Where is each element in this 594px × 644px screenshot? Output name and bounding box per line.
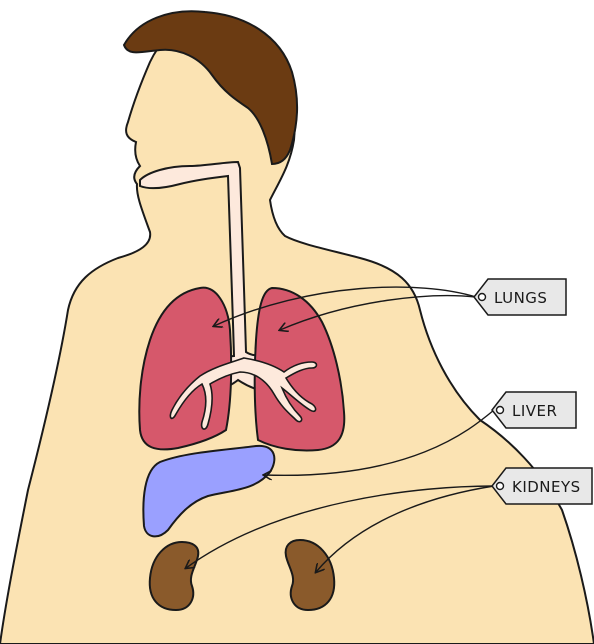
tag-liver: LIVER	[492, 392, 576, 428]
tag-kidneys-label: KIDNEYS	[512, 478, 581, 496]
tag-kidneys: KIDNEYS	[492, 468, 592, 504]
tag-liver-label: LIVER	[512, 402, 557, 420]
tag-lungs: LUNGS	[474, 279, 566, 315]
tag-lungs-label: LUNGS	[494, 289, 547, 307]
